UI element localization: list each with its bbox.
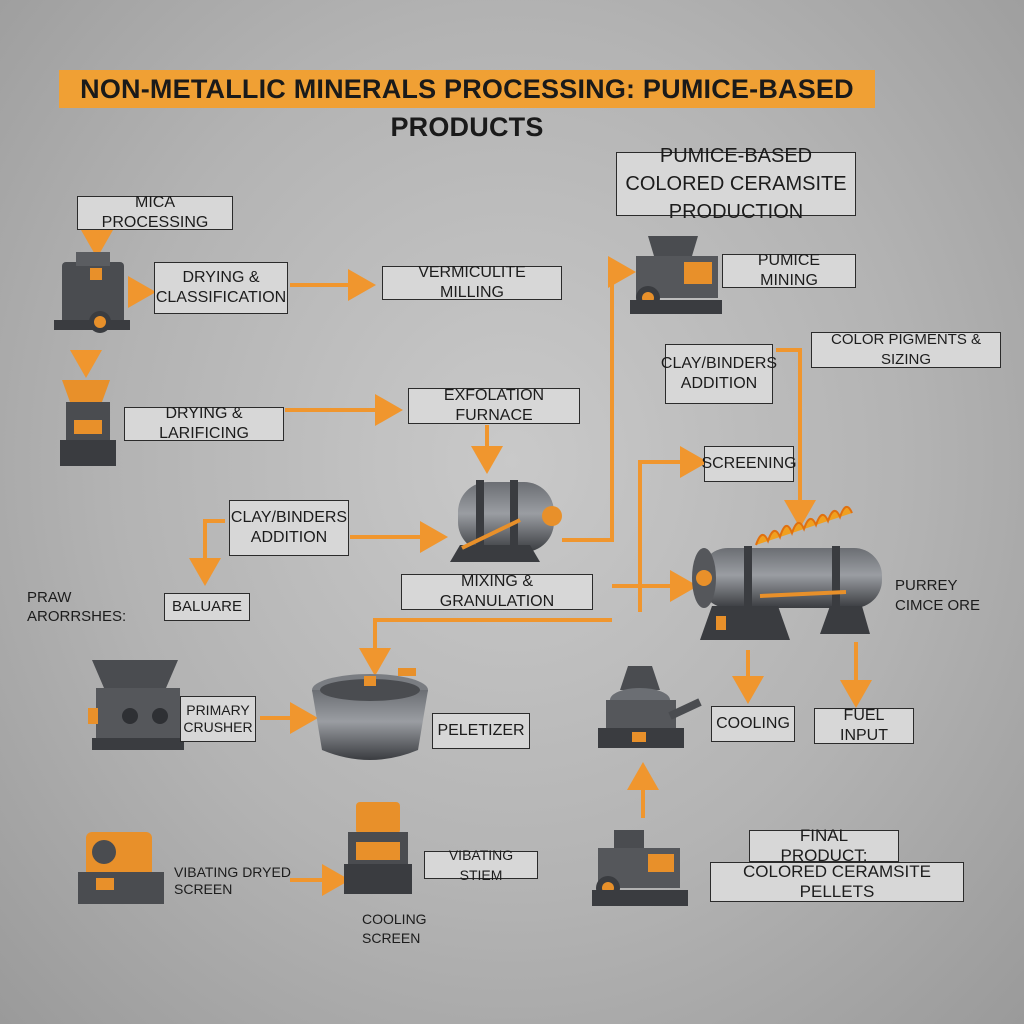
- label-mixing-granulation: MIXING & GRANULATION: [401, 573, 593, 610]
- label-color-pigments: COLOR PIGMENTS & SIZING: [811, 331, 1001, 368]
- label-screening: SCREENING: [701, 446, 797, 482]
- label-final-product: FINAL PRODUCT:: [749, 826, 899, 865]
- arrow-main-up-to-mining: [562, 256, 636, 542]
- crusher-machine-icon: [54, 252, 130, 333]
- label-exfolation-furnace: EXFOLATION FURNACE: [408, 387, 580, 424]
- pumice-mining-machine-icon: [630, 236, 722, 314]
- exfoliation-drum-icon: [450, 480, 562, 562]
- label-cooling-screen: COOLING SCREEN: [362, 911, 427, 946]
- primary-crusher-icon: [88, 660, 184, 750]
- label-colored-ceramsite: COLORED CERAMSITE PELLETS: [710, 862, 964, 902]
- label-mica-processing: MICA PROCESSING: [77, 194, 233, 231]
- rotary-kiln-icon: [692, 506, 882, 640]
- label-baluare: BALUARE: [164, 593, 250, 621]
- hopper-machine-icon: [60, 380, 116, 466]
- cooling-screen-machine-icon: [344, 802, 412, 894]
- label-vermiculite-milling: VERMICULITE MILLING: [382, 264, 562, 301]
- label-praw-arorrshes: PRAW ARORRSHES:: [27, 589, 127, 625]
- label-pumice-colored-title: PUMICE-BASED COLORED CERAMSITE PRODUCTIO…: [616, 145, 856, 223]
- arrow-clay-to-baluare: [189, 519, 225, 586]
- final-product-machine-icon: [592, 830, 688, 906]
- label-cooling: COOLING: [711, 706, 795, 742]
- label-vibrating-dryed-screen: VIBATING DRYED SCREEN: [174, 864, 291, 897]
- mill-machine-icon: [598, 666, 702, 748]
- arrow-pigments-down: [776, 348, 816, 528]
- label-primary-crusher: PRIMARY CRUSHER: [180, 696, 256, 742]
- label-purrey-cimce-ore: PURREY CIMCE ORE: [895, 577, 981, 614]
- arrow-to-peletizer-top: [359, 618, 612, 676]
- arrow-to-screening: [638, 446, 708, 612]
- label-clay-binders-left: CLAY/BINDERS ADDITION: [229, 500, 349, 556]
- page-title: NON-METALLIC MINERALS PROCESSING: PUMICE…: [59, 70, 875, 142]
- vibrating-screen-machine-icon: [78, 832, 164, 904]
- label-clay-binders-right: CLAY/BINDERS ADDITION: [661, 344, 777, 404]
- label-vibating-stiem: VIBATING STIEM: [424, 847, 538, 883]
- label-drying-larificing: DRYING & LARIFICING: [124, 405, 284, 442]
- label-peletizer: PELETIZER: [432, 713, 530, 749]
- label-pumice-mining: PUMICE MINING: [722, 252, 856, 289]
- label-drying-classification: DRYING & CLASSIFICATION: [154, 262, 288, 314]
- peletizer-icon: [312, 668, 428, 760]
- label-fuel-input: FUEL INPUT: [814, 707, 914, 744]
